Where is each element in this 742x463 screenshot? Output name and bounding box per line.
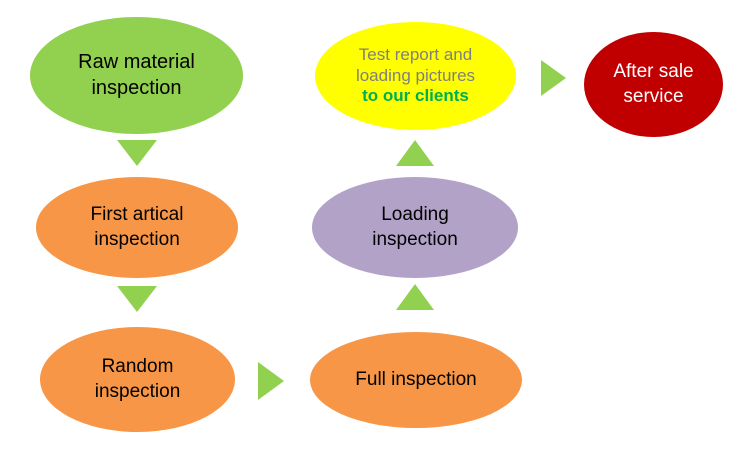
arrow-up-icon	[396, 284, 434, 310]
node-test-report: Test report and loading pictures to our …	[315, 22, 516, 130]
node-label: First artical inspection	[90, 204, 184, 250]
node-sublabel: to our clients	[362, 86, 469, 106]
node-random-inspection: Random inspection	[40, 327, 235, 432]
arrow-up-icon	[396, 140, 434, 166]
node-label: Raw material inspection	[78, 50, 195, 99]
node-raw-material-inspection: Raw material inspection	[30, 17, 243, 134]
arrow-right-icon	[258, 362, 284, 400]
node-label: After sale service	[613, 61, 694, 107]
arrow-right-icon	[541, 60, 566, 96]
node-first-artical-inspection: First artical inspection	[36, 177, 238, 278]
node-label: Test report and loading pictures	[355, 44, 476, 85]
arrow-down-icon	[117, 140, 157, 166]
node-label: Full inspection	[355, 368, 477, 390]
node-after-sale-service: After sale service	[584, 32, 723, 137]
node-loading-inspection: Loading inspection	[312, 177, 518, 278]
arrow-down-icon	[117, 286, 157, 312]
node-label: Loading inspection	[372, 204, 458, 250]
node-full-inspection: Full inspection	[310, 332, 522, 428]
node-label: Random inspection	[94, 356, 181, 402]
